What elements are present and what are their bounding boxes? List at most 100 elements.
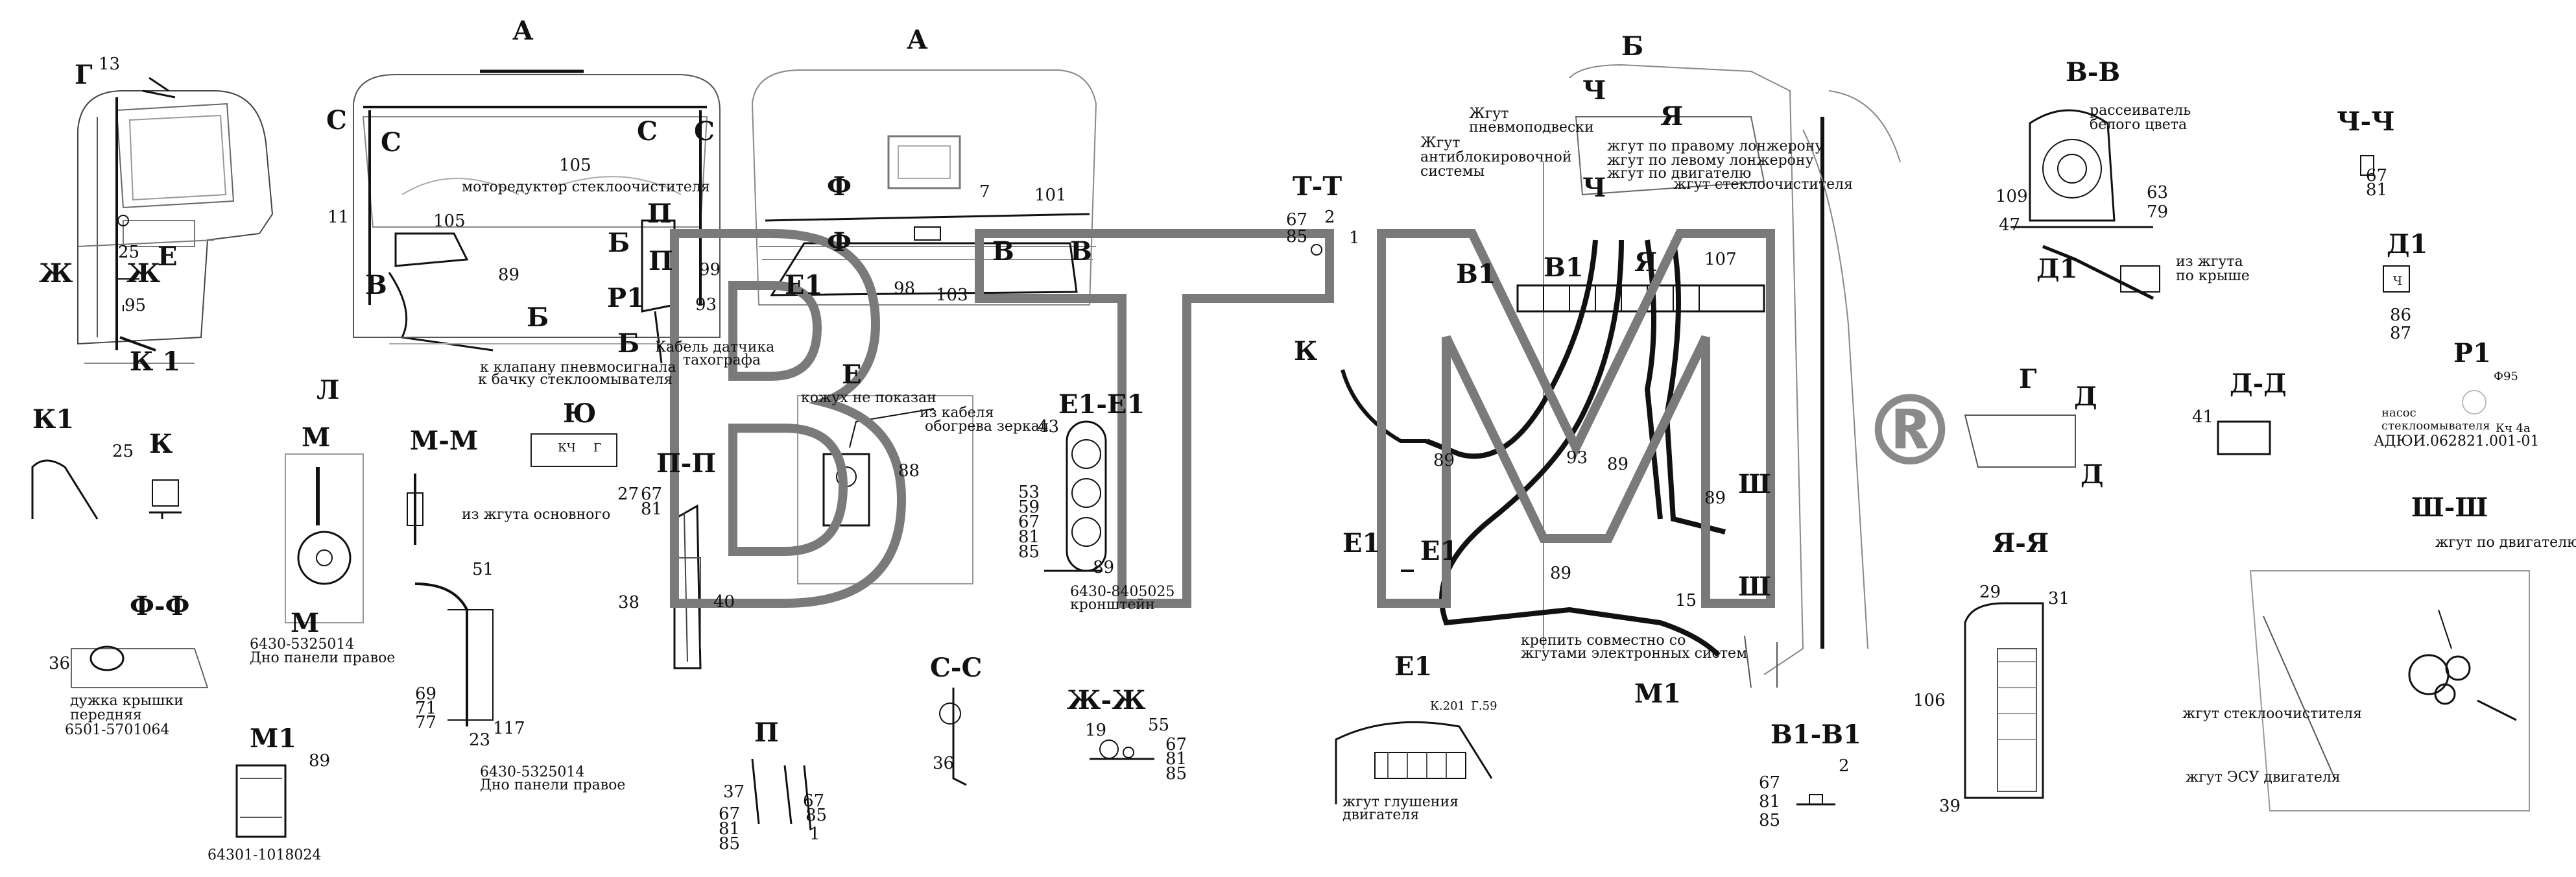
section-b: Б [1621, 31, 1644, 62]
section-dd: Д-Д [2230, 368, 2287, 399]
part-number: 15 [1675, 591, 1697, 610]
label-zhgut-dvig: жгут по двигателю [1607, 165, 1752, 182]
section-cc: С-С [930, 653, 983, 683]
section-yaya [1965, 603, 2043, 798]
part-number: 7 [979, 182, 990, 202]
section-s2: С [381, 127, 401, 158]
part-number: 81 [719, 819, 741, 839]
part-number: 81 [641, 499, 663, 519]
section-s3: С [637, 116, 658, 147]
label-dno-l: 6430-5325014 [250, 636, 355, 653]
section-v1v1 [1796, 795, 1835, 804]
part-number: 37 [723, 782, 745, 802]
part-number: 67 [719, 804, 741, 824]
bracket-mm [407, 474, 493, 727]
section-v-left: В [365, 270, 387, 300]
label-nasos2: стеклоомывателя [2381, 419, 2490, 433]
label-dugka2: передняя [70, 707, 142, 723]
part-number: 89 [1550, 564, 1572, 583]
label-zh-dvig-sh: жгут по двигателю [2435, 535, 2576, 551]
part-number: 105 [433, 211, 466, 231]
part-number: 67 [641, 485, 663, 504]
part-number: 41 [2192, 407, 2214, 427]
part-number: 1 [809, 824, 820, 844]
label-m1-code: 64301-1018024 [208, 847, 322, 863]
connector-l [285, 454, 363, 623]
section-p-b: П [649, 246, 673, 276]
section-yaya: Я-Я [1992, 528, 2049, 559]
part-number: 40 [713, 592, 735, 612]
label-kabel-obogr2: обогрева зеркал [925, 418, 1049, 435]
section-v1b: В1 [1544, 252, 1584, 283]
section-zh-top: Ж [39, 258, 73, 289]
section-d1-vv: Д1 [2036, 254, 2078, 284]
connector-yu-box: КЧ Г [531, 433, 617, 467]
registered-mark: ® [1861, 375, 1959, 488]
part-number: 81 [1759, 792, 1781, 811]
section-p [752, 759, 811, 830]
part-number: 93 [1566, 448, 1588, 468]
section-s1: С [326, 105, 347, 136]
section-m-bottom: М [291, 608, 320, 638]
part-number: 85 [1286, 227, 1308, 246]
part-number: 101 [1034, 186, 1067, 205]
label-iz-zhguta-krysha2: по крыше [2176, 268, 2250, 284]
part-number: 67 [1286, 210, 1308, 230]
section-tt: Т-Т [1293, 171, 1342, 202]
part-number: 13 [99, 54, 121, 74]
section-m1-right: М1 [1634, 679, 1682, 709]
section-e1-mid: Е1 [1342, 528, 1381, 559]
label-k201: К.201 [1430, 699, 1466, 713]
part-number: 39 [1939, 797, 1961, 816]
part-number: 89 [1704, 488, 1726, 508]
label-zh-glush2: двигателя [1342, 807, 1420, 823]
part-number: 69 [415, 684, 437, 704]
part-number: 53 [1018, 483, 1040, 502]
label-zhgut-abs2: антиблокировочной [1420, 149, 1572, 165]
label-kabel-tach: Кабель датчика [655, 339, 775, 355]
part-number: 103 [936, 285, 968, 305]
section-shsh: Ш-Ш [2411, 492, 2488, 523]
label-dno-mm2: Дно панели правое [480, 777, 626, 793]
label-zhgut-prav: жгут по правому лонжерону [1607, 138, 1824, 154]
part-number: 25 [112, 442, 134, 461]
label-zh-glush: жгут глушения [1342, 794, 1459, 810]
section-vv: В-В [2066, 57, 2121, 88]
connector-yu-kch: КЧ [558, 441, 576, 455]
label-kronsht: 6430-8405025 [1070, 584, 1175, 600]
section-zhzh: Ж-Ж [1067, 685, 1146, 715]
part-number: 98 [894, 279, 916, 298]
section-a-left: А [512, 16, 534, 46]
section-sh1: Ш [1738, 469, 1771, 499]
label-nasos-code: АДЮИ.062821.001-01 [2374, 433, 2540, 450]
part-number: 93 [695, 295, 717, 315]
section-a-right: А [907, 25, 928, 55]
label-klapan: к клапану пневмосигнала [480, 359, 676, 376]
section-l: Л [316, 375, 340, 405]
connector-yu-g: Г [593, 441, 601, 455]
part-number: 107 [1704, 250, 1737, 269]
label-kabel-tach2: тахографа [683, 352, 761, 368]
part-number: 36 [49, 654, 71, 673]
part-number: 99 [699, 260, 721, 280]
part-number: 51 [472, 560, 494, 579]
part-number: 89 [1433, 451, 1455, 470]
part-number: 67 [2366, 166, 2388, 186]
section-e: Е [158, 241, 178, 272]
part-number: 1 [1349, 228, 1360, 248]
label-dugka: дужка крышки [70, 693, 184, 709]
section-e1-front: Е1 [785, 270, 823, 300]
part-number: 55 [1148, 715, 1170, 735]
section-chch: Ч-Ч [2337, 106, 2395, 137]
part-number: 23 [469, 730, 491, 750]
part-number: 89 [309, 751, 331, 771]
part-number: 89 [498, 265, 520, 285]
label-zhgut-lev: жгут по левому лонжерону [1607, 152, 1814, 169]
label-dugka-code: 6501-5701064 [65, 722, 170, 738]
part-number: 105 [559, 156, 591, 175]
part-number: 85 [805, 806, 828, 825]
section-ff [71, 647, 208, 688]
label-kch4a: Кч 4а [2496, 422, 2531, 435]
section-shsh [2250, 571, 2529, 811]
part-number: 47 [1999, 215, 2021, 235]
